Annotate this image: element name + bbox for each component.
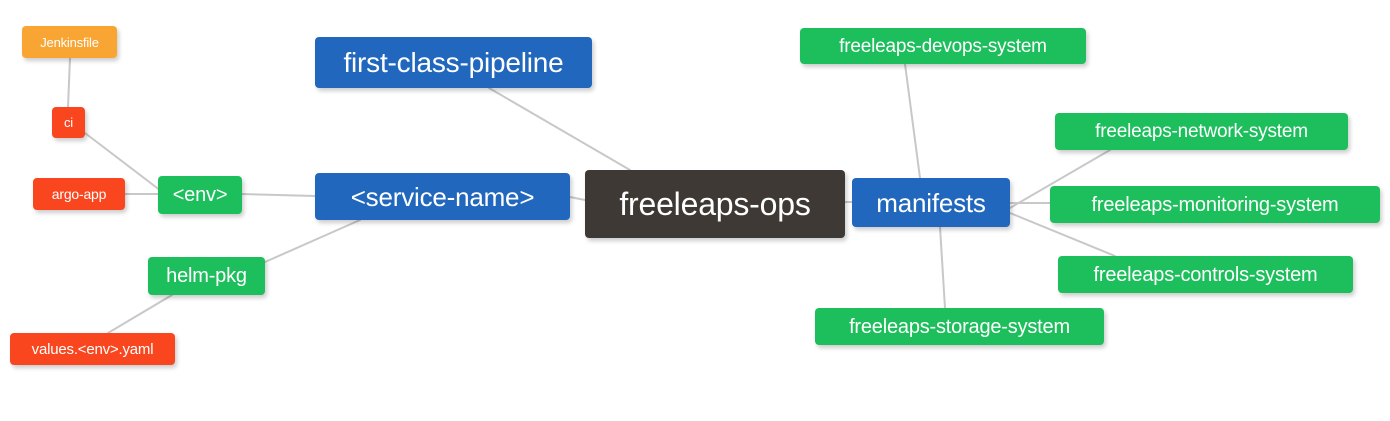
node-label-argo-app: argo-app [51, 186, 107, 202]
node-freeleaps-devops-system[interactable]: freeleaps-devops-system [800, 28, 1086, 64]
node-label-first-class-pipeline: first-class-pipeline [343, 46, 564, 78]
node-jenkinsfile[interactable]: Jenkinsfile [22, 26, 117, 58]
node-freeleaps-network-system[interactable]: freeleaps-network-system [1055, 113, 1348, 150]
node-label-freeleaps-controls-system: freeleaps-controls-system [1093, 263, 1318, 286]
node-helm-pkg[interactable]: helm-pkg [148, 257, 265, 295]
node-first-class-pipeline[interactable]: first-class-pipeline [315, 37, 592, 88]
node-label-values-env-yaml: values.<env>.yaml [31, 340, 154, 358]
node-label-manifests: manifests [876, 187, 986, 218]
node-label-freeleaps-monitoring-system: freeleaps-monitoring-system [1091, 193, 1339, 216]
node-manifests[interactable]: manifests [852, 178, 1010, 227]
node-values-env-yaml[interactable]: values.<env>.yaml [10, 333, 175, 365]
node-label-freeleaps-ops: freeleaps-ops [619, 186, 811, 222]
node-ci[interactable]: ci [52, 107, 85, 138]
node-label-ci: ci [64, 115, 73, 130]
node-label-freeleaps-devops-system: freeleaps-devops-system [839, 35, 1047, 57]
node-label-freeleaps-network-system: freeleaps-network-system [1095, 121, 1308, 142]
node-freeleaps-ops[interactable]: freeleaps-ops [585, 170, 845, 238]
node-label-service-name: <service-name> [350, 181, 535, 212]
node-label-helm-pkg: helm-pkg [166, 265, 247, 287]
node-label-jenkinsfile: Jenkinsfile [40, 34, 99, 50]
node-label-env: <env> [172, 184, 228, 206]
node-freeleaps-controls-system[interactable]: freeleaps-controls-system [1058, 256, 1353, 293]
node-argo-app[interactable]: argo-app [33, 178, 125, 210]
node-freeleaps-storage-system[interactable]: freeleaps-storage-system [815, 308, 1104, 345]
node-freeleaps-monitoring-system[interactable]: freeleaps-monitoring-system [1050, 186, 1380, 223]
node-label-freeleaps-storage-system: freeleaps-storage-system [849, 315, 1070, 338]
node-env[interactable]: <env> [158, 176, 242, 214]
node-service-name[interactable]: <service-name> [315, 173, 570, 220]
